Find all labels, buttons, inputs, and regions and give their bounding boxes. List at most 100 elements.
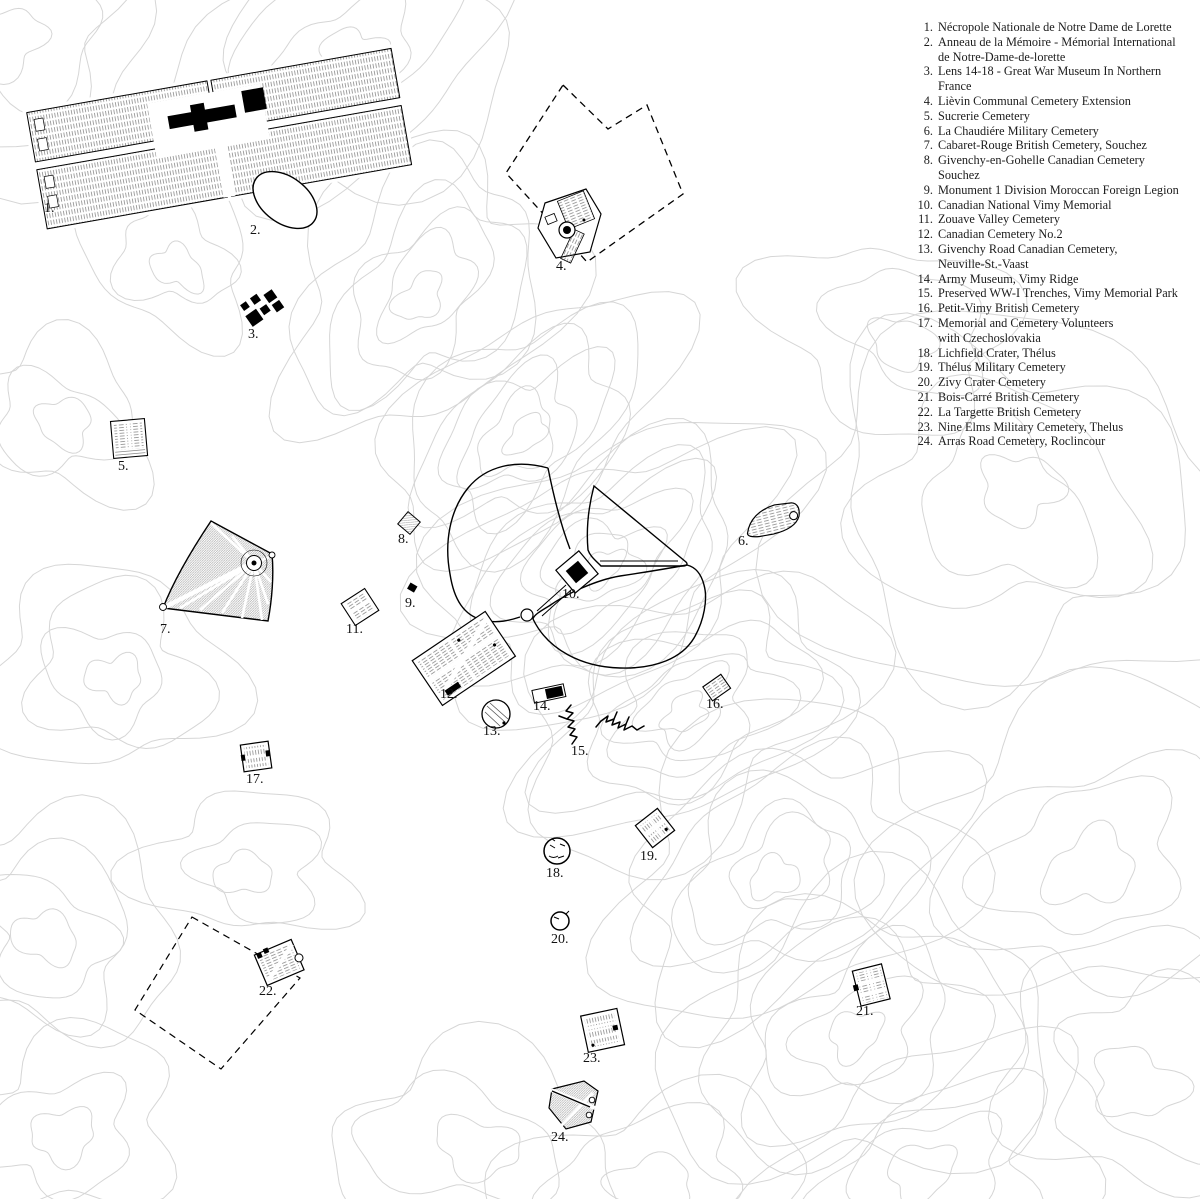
contour-line bbox=[0, 7, 53, 85]
legend-item: 21.Bois-Carré British Cemetery bbox=[903, 390, 1190, 405]
contour-line bbox=[961, 775, 1182, 936]
legend-item-text: La Targette British Cemetery bbox=[938, 404, 1082, 419]
contour-line bbox=[524, 589, 845, 814]
contour-line bbox=[40, 627, 163, 741]
contour-line bbox=[866, 317, 941, 373]
site-label-14: 14. bbox=[533, 699, 551, 714]
legend-item-text: La Chaudiére Military Cemetery bbox=[938, 123, 1099, 138]
legend-item: 5. Sucrerie Cemetery bbox=[903, 109, 1190, 124]
contour-line bbox=[0, 1071, 130, 1199]
legend-item-number: 1. bbox=[923, 20, 933, 34]
legend-item-number: 19. bbox=[917, 360, 933, 375]
site-label-21: 21. bbox=[856, 1004, 874, 1019]
contour-line bbox=[469, 444, 713, 676]
contour-line bbox=[828, 1011, 886, 1067]
legend-item-text: Givenchy-en-Gohelle Canadian Cemetery So… bbox=[938, 153, 1145, 182]
contour-line bbox=[531, 1102, 744, 1199]
site-label-8: 8. bbox=[398, 532, 409, 547]
contour-line bbox=[928, 749, 1200, 999]
site-20-zivy-crater-marker bbox=[550, 910, 570, 931]
legend-item-number: 8. bbox=[923, 153, 933, 168]
contour-line bbox=[489, 457, 718, 668]
contour-line bbox=[840, 373, 1154, 609]
contour-line bbox=[0, 319, 155, 511]
site-2-anneau-memoire-marker bbox=[252, 170, 318, 230]
legend-item-text: Canadian Cemetery No.2 bbox=[938, 227, 1063, 242]
site-label-1: 1. bbox=[44, 201, 55, 216]
contour-line bbox=[853, 666, 1200, 996]
contour-line bbox=[586, 619, 824, 806]
contour-line bbox=[0, 874, 124, 999]
contour-line bbox=[83, 651, 142, 706]
legend-item-text: Nine Elms Military Cemetery, Thelus bbox=[938, 419, 1124, 434]
legend-item-number: 24. bbox=[917, 434, 933, 449]
legend-item-number: 5. bbox=[923, 108, 933, 123]
site-label-4: 4. bbox=[556, 259, 567, 274]
legend-item: 19. Thélus Military Cemetery bbox=[903, 360, 1190, 375]
site-21-bois-carre-marker bbox=[851, 963, 891, 1007]
contour-line bbox=[687, 797, 851, 946]
legend-item-number: 6. bbox=[923, 123, 933, 138]
contour-line bbox=[484, 1073, 808, 1199]
contour-line bbox=[212, 848, 273, 893]
contour-line bbox=[728, 811, 831, 910]
contour-line bbox=[585, 698, 996, 1019]
contour-line bbox=[10, 908, 77, 969]
legend-item-text: Canadian National Vimy Memorial bbox=[938, 197, 1112, 212]
contour-line bbox=[519, 487, 694, 655]
site-label-17: 17. bbox=[246, 772, 264, 787]
site-1-necropole-nationale-marker bbox=[22, 43, 417, 234]
legend-item-text: Arras Road Cemetery, Roclincour bbox=[938, 434, 1106, 449]
legend-item-number: 13. bbox=[917, 241, 933, 256]
contour-line bbox=[629, 736, 932, 968]
contour-line bbox=[735, 247, 1028, 436]
site-label-22: 22. bbox=[259, 984, 277, 999]
contour-line bbox=[0, 0, 104, 116]
legend-item-text: Lens 14-18 - Great War Museum In Norther… bbox=[938, 64, 1162, 94]
site-label-2: 2. bbox=[250, 223, 261, 238]
contour-line bbox=[351, 1069, 560, 1199]
legend-item: 23.Nine Elms Military Cemetery, Thelus bbox=[903, 420, 1190, 435]
contour-line bbox=[0, 794, 181, 1049]
site-number-labels: 1.2.3.4.5.6.7.8.9.10.11.12.13.14.15.16.1… bbox=[44, 201, 874, 1145]
legend-item: 16.Petit-Vimy British Cemetery bbox=[903, 301, 1190, 316]
contour-line bbox=[148, 240, 205, 295]
legend-item: 3.Lens 14-18 - Great War Museum In North… bbox=[903, 64, 1190, 94]
contour-line bbox=[1039, 819, 1136, 906]
legend-item-number: 16. bbox=[917, 301, 933, 316]
legend-item-text: Memorial and Cemetery Volunteers with Cz… bbox=[938, 315, 1114, 345]
site-label-18: 18. bbox=[546, 866, 564, 881]
dashed-boundary bbox=[134, 916, 301, 1070]
site-11-zouave-valley-marker bbox=[340, 587, 380, 627]
contour-line bbox=[849, 312, 1186, 711]
contour-line bbox=[764, 924, 946, 1105]
legend-item-text: Thélus Military Cemetery bbox=[938, 360, 1066, 375]
legend-item-text: Sucrerie Cemetery bbox=[938, 108, 1030, 123]
legend-item: 24. Arras Road Cemetery, Roclincour bbox=[903, 434, 1190, 449]
site-label-9: 9. bbox=[405, 596, 416, 611]
site-6-la-chaudiere-marker bbox=[746, 502, 800, 538]
site-9-moroccan-monument-marker bbox=[407, 582, 418, 593]
legend-item: 17.Memorial and Cemetery Volunteers with… bbox=[903, 316, 1190, 346]
legend-item: 18.Lichfield Crater, Thélus bbox=[903, 346, 1190, 361]
legend-item: 12.Canadian Cemetery No.2 bbox=[903, 227, 1190, 242]
site-18-lichfield-crater-marker bbox=[543, 837, 571, 865]
legend-item-number: 4. bbox=[923, 93, 933, 108]
contour-line bbox=[30, 1106, 94, 1171]
contour-line bbox=[412, 301, 639, 573]
site-3-lens-museum-marker bbox=[240, 289, 285, 327]
contour-line bbox=[437, 346, 616, 535]
contour-line bbox=[628, 747, 988, 1049]
contour-line bbox=[987, 924, 1200, 1199]
legend-item-text: Preserved WW-I Trenches, Vimy Memorial P… bbox=[938, 286, 1178, 301]
contour-line bbox=[501, 411, 550, 456]
legend-item-number: 22. bbox=[917, 404, 933, 419]
legend-item: 13.Givenchy Road Canadian Cemetery, Neuv… bbox=[903, 242, 1190, 272]
site-4-lievin-cemetery-marker bbox=[505, 83, 684, 264]
contour-line bbox=[32, 396, 92, 454]
legend-item: 2.Anneau de la Mémoire - Mémorial Intern… bbox=[903, 35, 1190, 65]
legend-item: 22. La Targette British Cemetery bbox=[903, 405, 1190, 420]
legend-item-number: 9. bbox=[923, 182, 933, 197]
